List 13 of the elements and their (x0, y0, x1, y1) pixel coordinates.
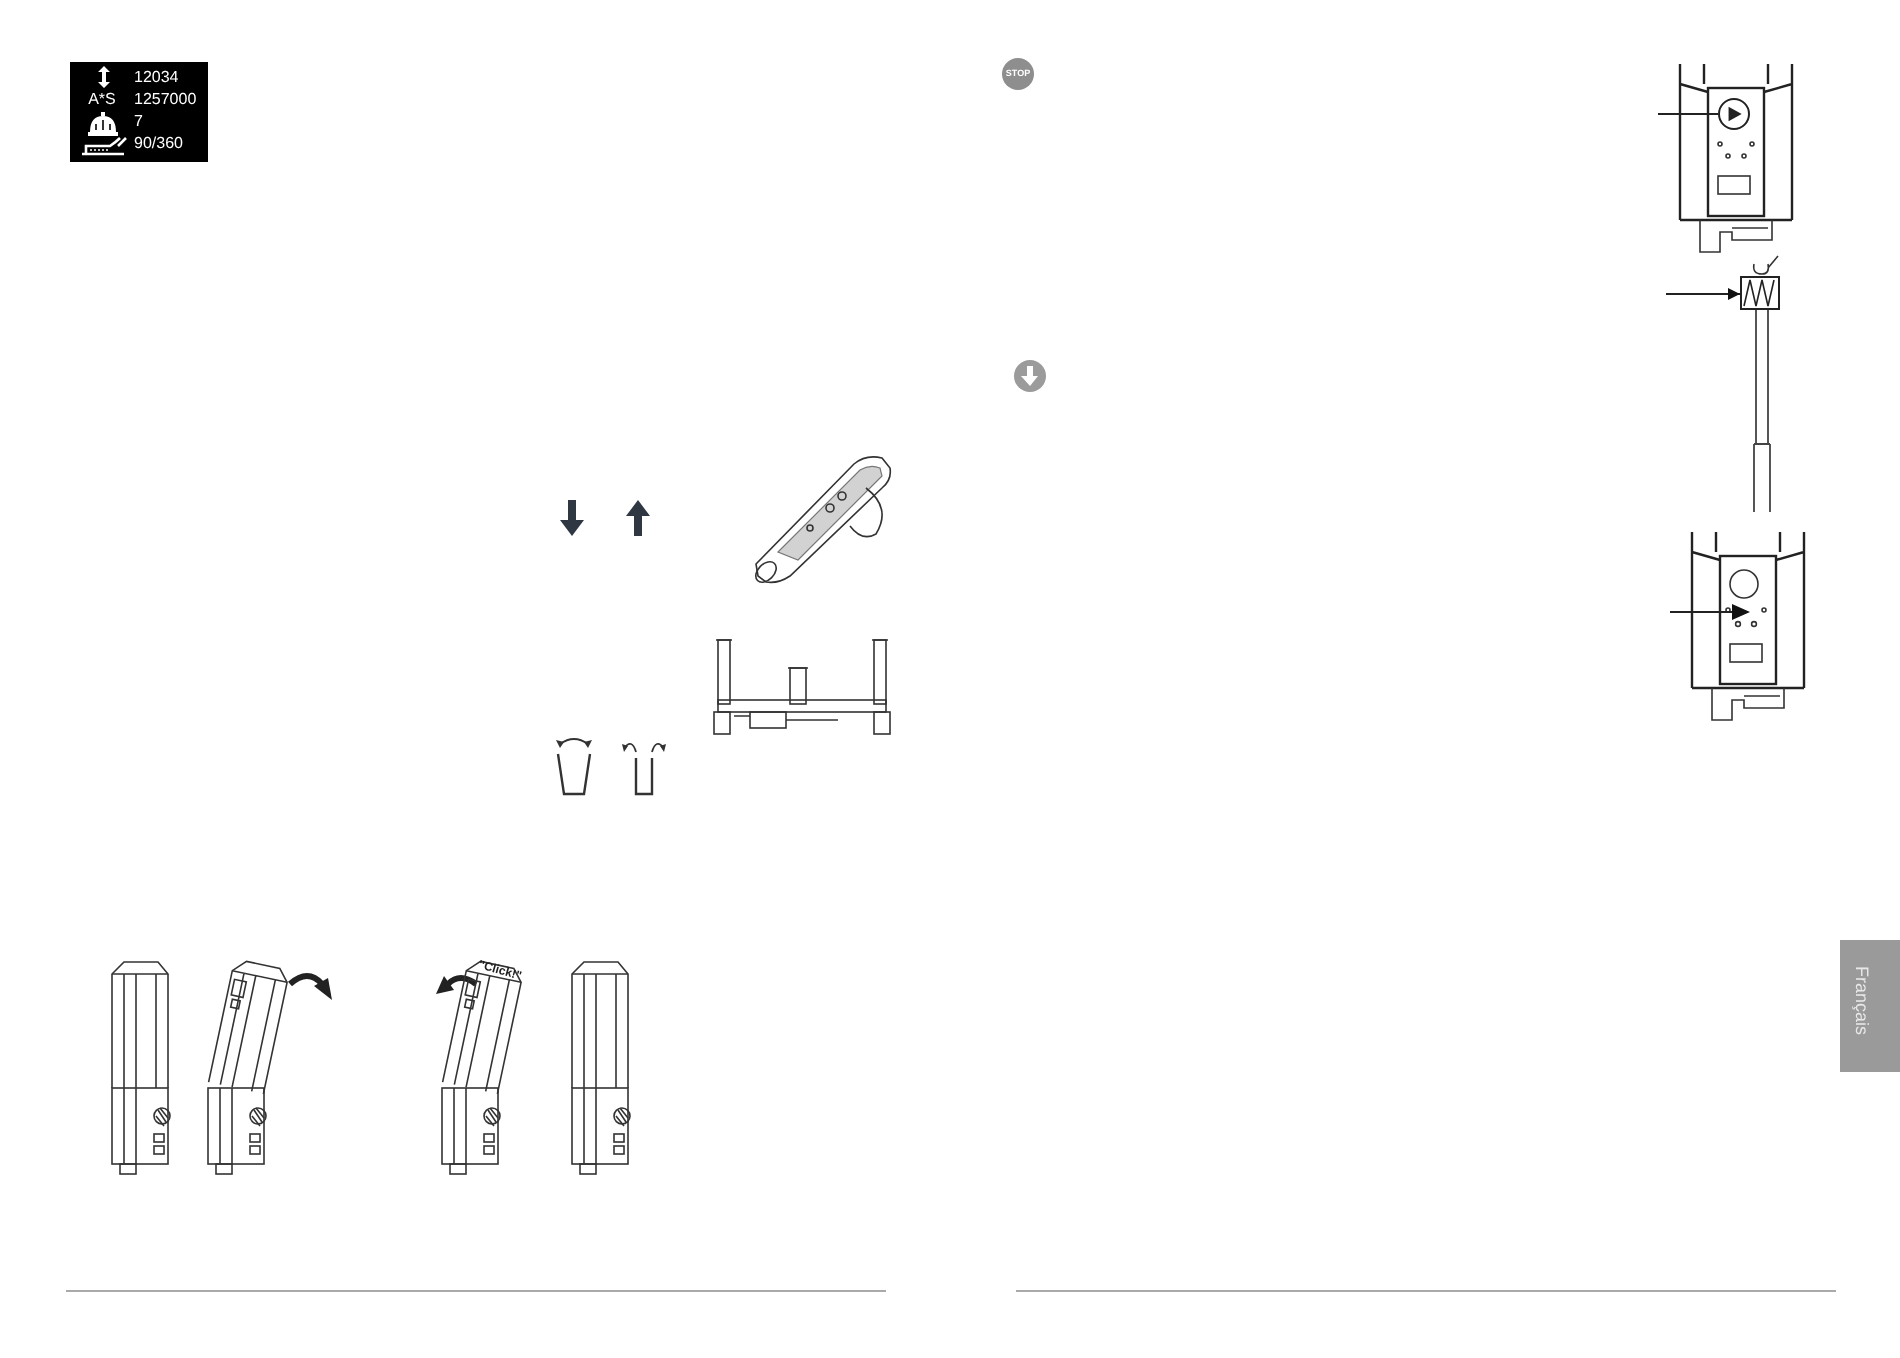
leader-line (1665, 288, 1741, 300)
display-value: 7 (134, 112, 143, 132)
display-label: A*S (86, 90, 118, 110)
display-value: 90/360 (134, 134, 183, 154)
play-symbol (1732, 604, 1750, 620)
leader-line (1669, 611, 1733, 613)
display-value: 1257000 (134, 90, 197, 110)
spring-housing (1740, 276, 1780, 310)
language-tab: Français (1840, 940, 1900, 1072)
leader-line (1657, 113, 1719, 115)
display-value: 12034 (134, 68, 179, 88)
display-panel (70, 62, 208, 162)
play-button (1718, 98, 1750, 130)
